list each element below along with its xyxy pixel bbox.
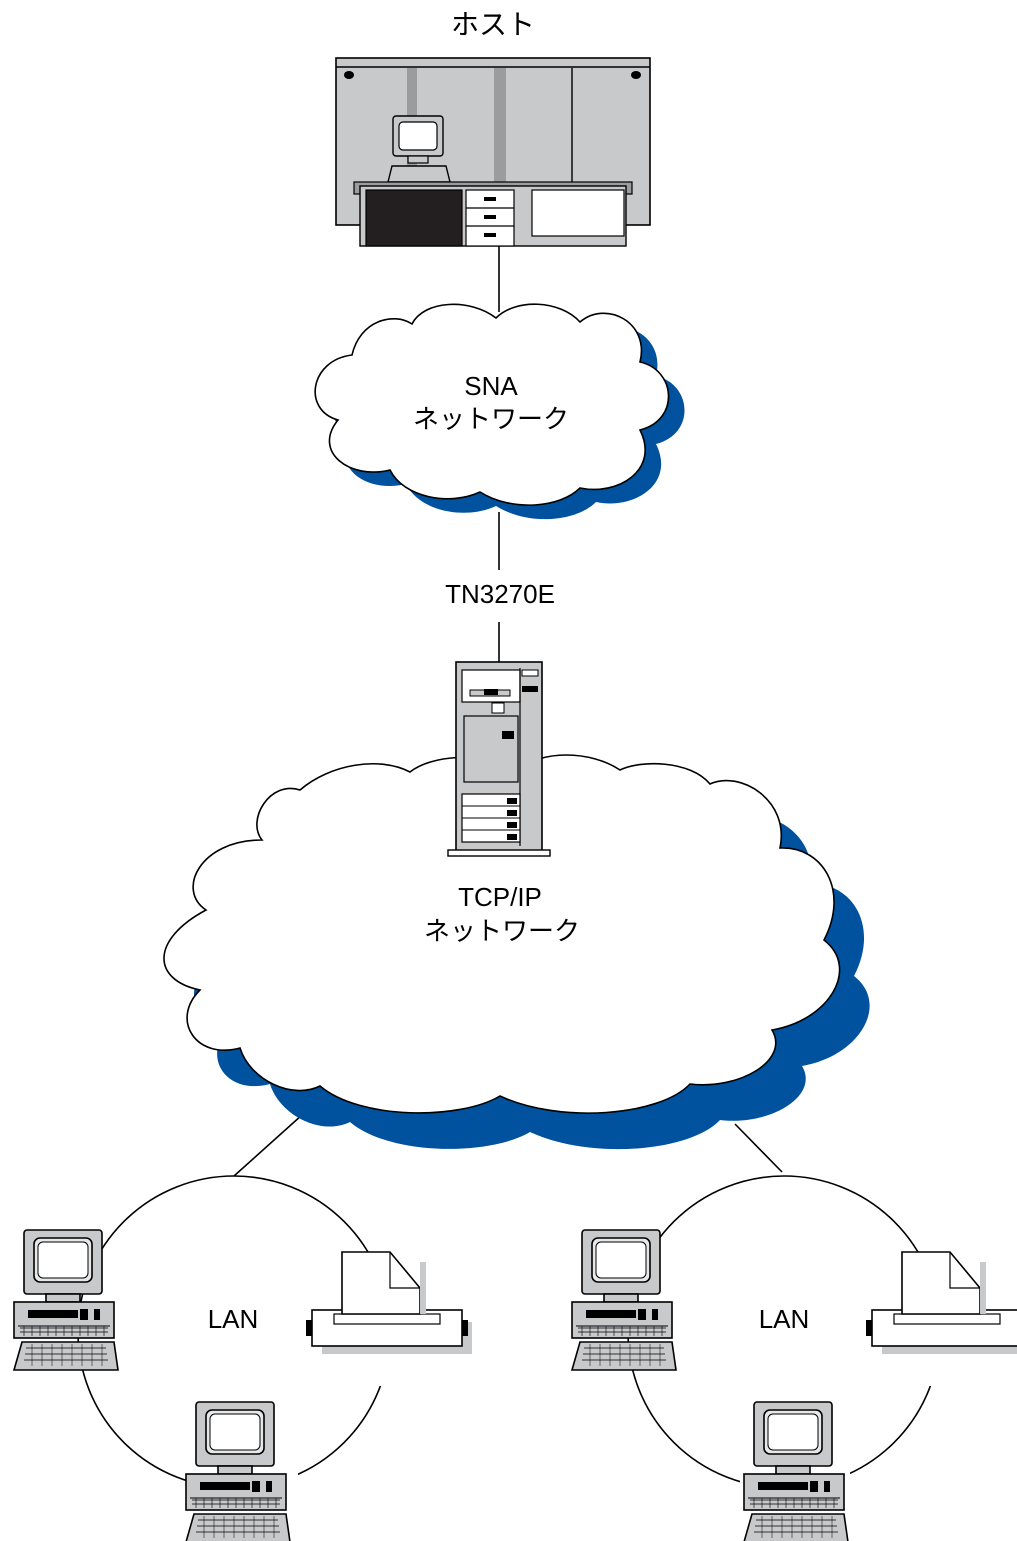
- tn3270e-label: TN3270E: [445, 579, 555, 609]
- tcpip-label: TCP/IP: [458, 882, 542, 912]
- tcpip-to-lan-right-line: [734, 1123, 783, 1173]
- host-label: ホスト: [451, 9, 535, 40]
- lan-right-label: LAN: [759, 1304, 810, 1334]
- lan-left-label: LAN: [208, 1304, 259, 1334]
- workstation-icon: [571, 1229, 677, 1371]
- lan-left: [13, 1175, 473, 1541]
- sna-label: SNA: [464, 371, 518, 401]
- workstation-icon: [13, 1229, 119, 1371]
- sna-network-label: ネットワーク: [413, 404, 569, 434]
- sna-network-cloud: [314, 303, 685, 520]
- tcpip-network-cloud: [163, 754, 870, 1150]
- tn3270e-server: [447, 661, 551, 857]
- lan-right: [571, 1175, 1017, 1541]
- tcpip-network-label: ネットワーク: [424, 916, 580, 946]
- host-mainframe: [335, 57, 651, 247]
